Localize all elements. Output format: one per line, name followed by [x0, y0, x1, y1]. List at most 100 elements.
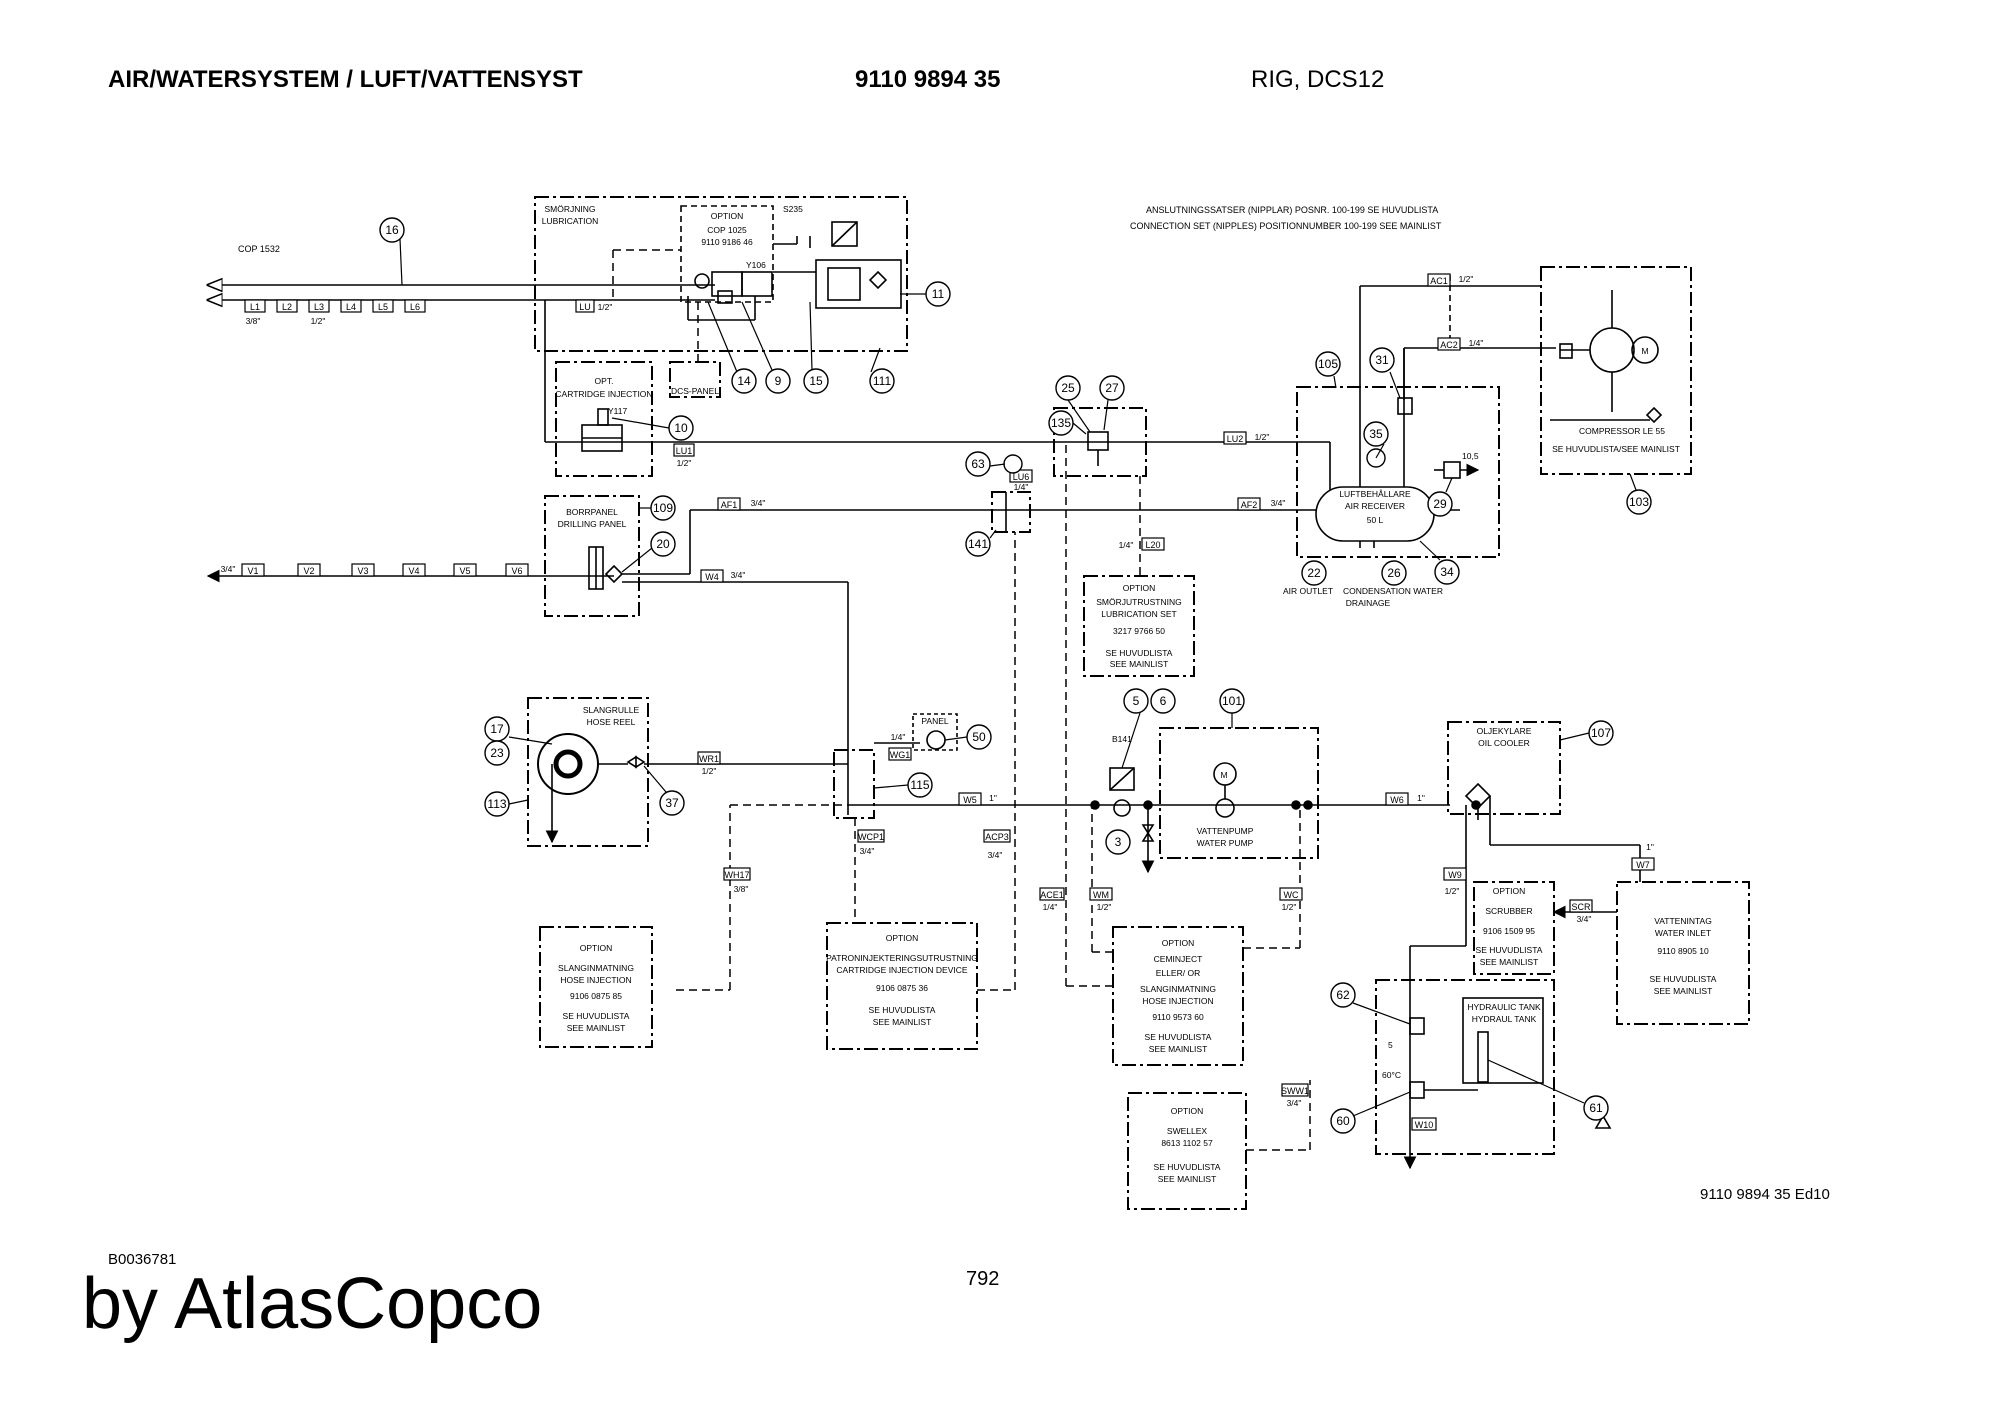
size-v: 3/4"	[221, 564, 236, 574]
size-af1: 3/4"	[751, 498, 766, 508]
size-wg1: 1/4"	[891, 732, 906, 742]
manifold-115-box	[833, 749, 875, 819]
cartridge-dev-huvud: SE HUVUDLISTA	[869, 1005, 936, 1015]
size-l3: 1/2"	[311, 316, 326, 326]
item-109: 109	[653, 501, 673, 515]
lubset-option: OPTION	[1123, 583, 1156, 593]
tag-w4: W4	[705, 572, 719, 582]
tag-wcp1: WCP1	[858, 832, 884, 842]
scrubber-option: OPTION	[1493, 886, 1526, 896]
item-62: 62	[1336, 988, 1350, 1002]
size-wm: 1/2"	[1097, 902, 1112, 912]
option-cop-label: OPTION	[711, 211, 744, 221]
size-wh17: 3/8"	[734, 884, 749, 894]
scrubber-huvud: SE HUVUDLISTA	[1476, 945, 1543, 955]
size-l1: 3/8"	[246, 316, 261, 326]
marker-y117: Y117	[608, 406, 627, 416]
size-acp3: 3/4"	[988, 850, 1003, 860]
tag-w6: W6	[1390, 795, 1404, 805]
tag-l20: L20	[1145, 540, 1160, 550]
drainage-label: DRAINAGE	[1346, 598, 1391, 608]
hose-reel-box	[527, 697, 649, 847]
tag-l6: L6	[410, 302, 420, 312]
tag-acp3: ACP3	[985, 832, 1009, 842]
hose-inj-option: OPTION	[580, 943, 613, 953]
item-37: 37	[665, 796, 679, 810]
size-wc: 1/2"	[1282, 902, 1297, 912]
hose-inj-sv: SLANGINMATNING	[558, 963, 634, 973]
swellex-number: 8613 1102 57	[1161, 1138, 1213, 1148]
opt-label: OPT.	[595, 376, 614, 386]
scrubber-label: SCRUBBER	[1485, 906, 1532, 916]
water-inlet-main: SEE MAINLIST	[1654, 986, 1713, 996]
note-connection-en: CONNECTION SET (NIPPLES) POSITIONNUMBER …	[1130, 221, 1442, 231]
item-15: 15	[809, 374, 823, 388]
cartridge-dev-main: SEE MAINLIST	[873, 1017, 932, 1027]
oil-cooler-en: OIL COOLER	[1478, 738, 1530, 748]
hose-inj-en: HOSE INJECTION	[560, 975, 631, 985]
option-cop-box	[680, 205, 774, 303]
compressor-box	[1540, 266, 1692, 475]
item-113: 113	[487, 797, 506, 811]
item-14: 14	[737, 374, 751, 388]
swellex-huvud: SE HUVUDLISTA	[1154, 1162, 1221, 1172]
ceminject-box	[1112, 926, 1244, 1066]
item-31: 31	[1375, 353, 1389, 367]
lubset-number: 3217 9766 50	[1113, 626, 1165, 636]
size-af2: 3/4"	[1271, 498, 1286, 508]
scrubber-main: SEE MAINLIST	[1480, 957, 1539, 967]
swellex-main: SEE MAINLIST	[1158, 1174, 1217, 1184]
tag-wc: WC	[1284, 890, 1299, 900]
item-63: 63	[971, 457, 985, 471]
size-sww1: 3/4"	[1287, 1098, 1302, 1108]
item-11: 11	[932, 287, 945, 301]
item-50: 50	[972, 730, 986, 744]
svg-text:M: M	[1641, 346, 1648, 356]
tag-w7: W7	[1636, 860, 1650, 870]
opt-cartridge-label: CARTRIDGE INJECTION	[555, 389, 652, 399]
compressor-mainlist: SE HUVUDLISTA/SEE MAINLIST	[1552, 444, 1680, 454]
lubrication-label-en: LUBRICATION	[542, 216, 599, 226]
air-receiver-box	[1296, 386, 1500, 558]
item-135: 135	[1051, 416, 1071, 430]
item-26: 26	[1387, 566, 1401, 580]
dcs-panel-label: DCS-PANEL	[671, 386, 719, 396]
item-10: 10	[674, 421, 688, 435]
hose-inj-number: 9106 0875 85	[570, 991, 622, 1001]
item-60: 60	[1336, 1114, 1350, 1128]
tag-wm: WM	[1093, 890, 1109, 900]
drilling-panel-en: DRILLING PANEL	[558, 519, 627, 529]
tag-af2: AF2	[1241, 500, 1258, 510]
cartridge-dev-number: 9106 0875 36	[876, 983, 928, 993]
item-103: 103	[1629, 495, 1649, 509]
tag-lu6: LU6	[1013, 472, 1030, 482]
item-9: 9	[775, 374, 782, 388]
tag-v1: V1	[247, 566, 258, 576]
dcs-panel-box	[669, 361, 721, 398]
note-cop: COP 1532	[238, 244, 280, 254]
size-lu6: 1/4"	[1014, 482, 1029, 492]
marker-temp: 60°C	[1382, 1070, 1401, 1080]
cartridge-dev-option: OPTION	[886, 933, 919, 943]
air-receiver-size: 50 L	[1367, 515, 1384, 525]
item-5: 5	[1133, 694, 1140, 708]
hose-reel-sv: SLANGRULLE	[583, 705, 640, 715]
page-number: 792	[966, 1268, 1000, 1290]
item-22: 22	[1307, 566, 1321, 580]
tag-wr1: WR1	[699, 754, 719, 764]
air-outlet-label: AIR OUTLET	[1283, 586, 1333, 596]
oil-cooler-box	[1447, 721, 1561, 815]
size-ace1: 1/4"	[1043, 902, 1058, 912]
item-27: 27	[1105, 381, 1119, 395]
ceminject-huvud: SE HUVUDLISTA	[1145, 1032, 1212, 1042]
item-16: 16	[385, 223, 399, 237]
tag-l5: L5	[378, 302, 388, 312]
item-25: 25	[1061, 381, 1075, 395]
water-inlet-en: WATER INLET	[1655, 928, 1711, 938]
scrubber-box	[1473, 881, 1555, 975]
size-w9: 1/2"	[1445, 886, 1460, 896]
lubset-sv: SMÖRJUTRUSTNING	[1096, 597, 1181, 607]
item-101: 101	[1222, 694, 1242, 708]
lubset-huvud: SE HUVUDLISTA	[1106, 648, 1173, 658]
